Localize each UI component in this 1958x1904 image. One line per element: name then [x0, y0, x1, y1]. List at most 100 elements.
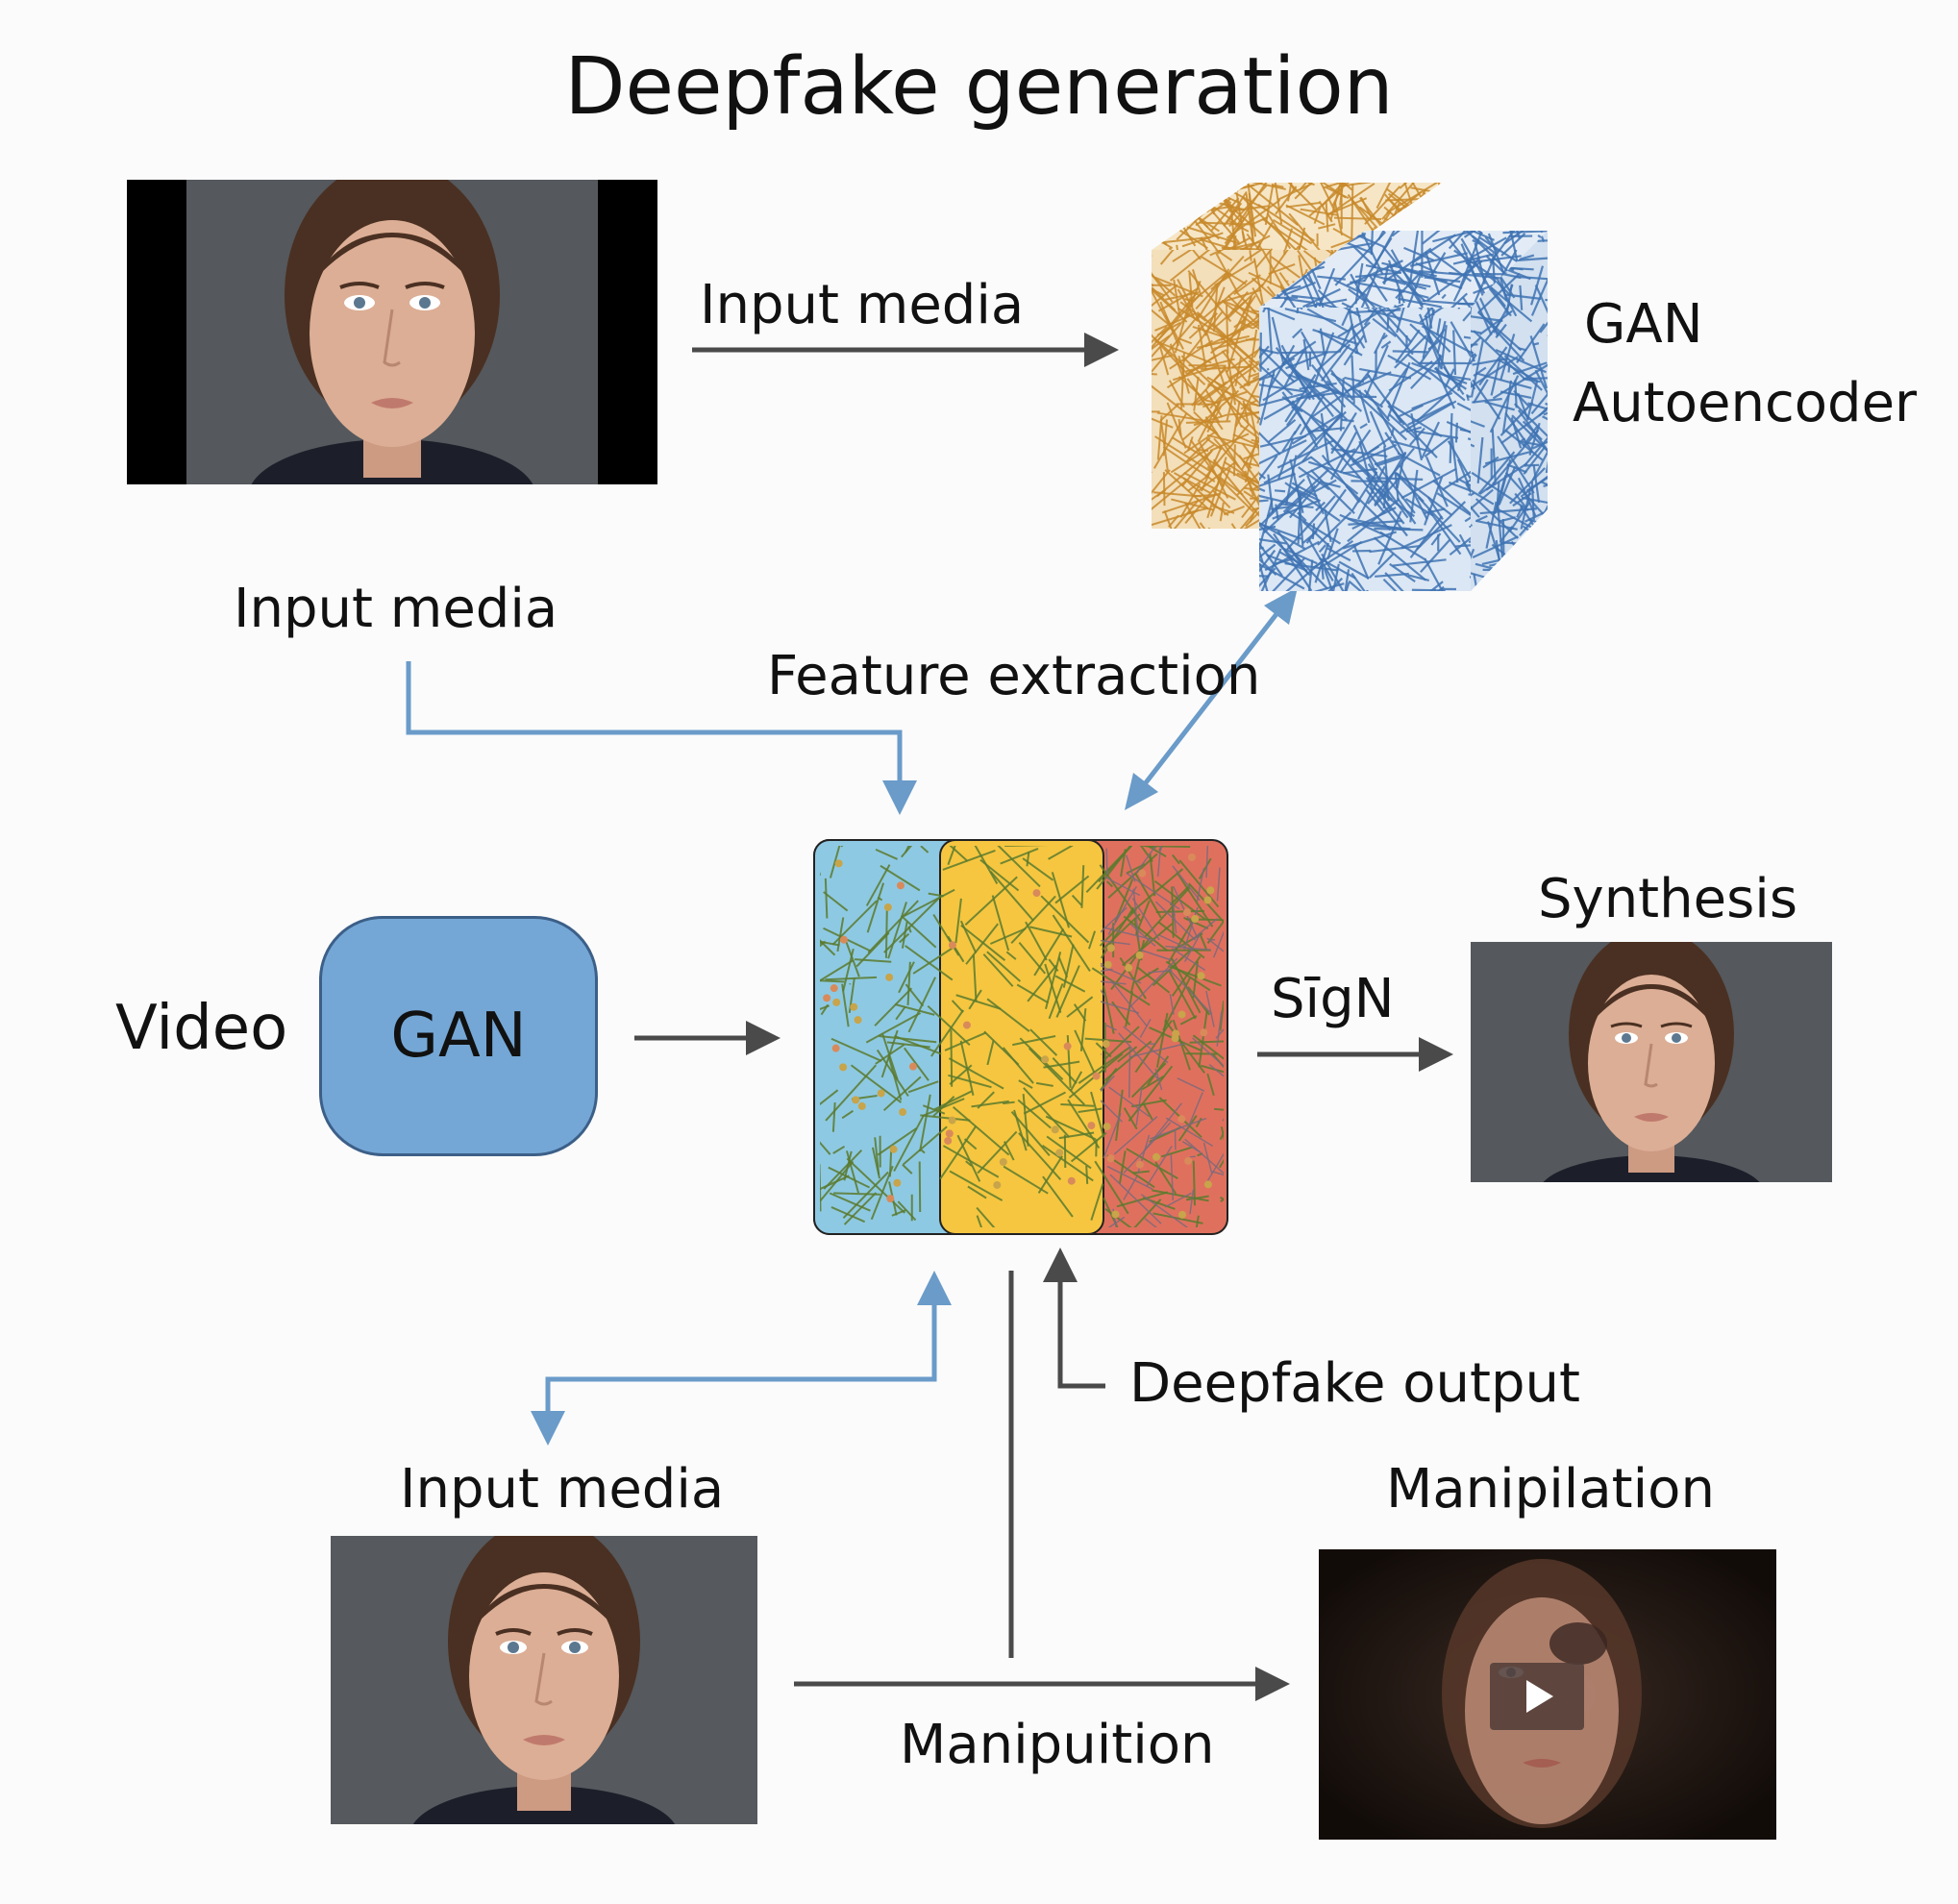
mesh-strand — [1118, 1150, 1127, 1184]
mesh-strand — [1318, 183, 1347, 199]
mesh-strand — [1029, 926, 1073, 938]
mesh-strand — [1295, 374, 1343, 396]
mesh-strand — [1172, 436, 1225, 471]
play-icon[interactable] — [1490, 1663, 1584, 1730]
mesh-strand — [1241, 295, 1252, 332]
network-node — [1178, 1210, 1187, 1219]
mesh-strand — [1169, 994, 1175, 1015]
network-node — [1041, 1055, 1050, 1064]
mesh-strand — [1471, 353, 1476, 369]
mesh-strand — [884, 907, 888, 958]
mesh-strand — [1318, 267, 1336, 308]
mesh-strand — [1301, 273, 1324, 308]
mesh-strand — [1037, 1155, 1063, 1194]
mesh-strand — [1381, 183, 1429, 220]
mesh-strand — [912, 946, 954, 975]
mesh-strand — [1052, 914, 1091, 973]
mesh-strand — [1462, 308, 1471, 322]
mesh-strand — [1023, 1087, 1071, 1138]
network-node — [1177, 1115, 1186, 1124]
mesh-strand — [1140, 949, 1173, 961]
mesh-strand — [1440, 183, 1442, 188]
mesh-strand — [1257, 183, 1315, 186]
mesh-strand — [1054, 875, 1090, 904]
network-node — [1111, 1210, 1120, 1219]
mesh-strand — [977, 1130, 1018, 1175]
mesh-strand — [1087, 930, 1097, 950]
mesh-strand — [1519, 284, 1524, 310]
mesh-strand — [1463, 335, 1471, 342]
mesh-strand — [1013, 1109, 1028, 1151]
mesh-strand — [989, 927, 1027, 945]
mesh-strand — [1338, 560, 1370, 580]
mesh-strand — [1043, 1060, 1080, 1069]
mesh-strand — [1506, 463, 1527, 474]
mesh-strand — [1292, 328, 1303, 339]
mesh-strand — [1259, 549, 1276, 591]
mesh-strand — [933, 1090, 973, 1111]
mesh-strand — [1258, 183, 1317, 210]
mesh-strand — [1416, 284, 1427, 290]
mesh-strand — [1389, 562, 1416, 583]
mesh-strand — [1156, 450, 1212, 497]
mesh-strand — [968, 989, 982, 1010]
mesh-strand — [1394, 183, 1414, 207]
mesh-strand — [1152, 334, 1171, 360]
mesh-strand — [903, 888, 955, 918]
network-node — [1032, 889, 1041, 898]
mesh-strand — [1517, 477, 1537, 517]
network-node — [1135, 1160, 1144, 1169]
mesh-strand — [1547, 334, 1548, 350]
mesh-strand — [1200, 238, 1241, 250]
mesh-strand — [820, 1004, 830, 1025]
mesh-strand — [1010, 1111, 1051, 1156]
network-node — [1063, 1042, 1072, 1051]
mesh-strand — [1374, 477, 1400, 507]
mesh-strand — [1244, 470, 1254, 497]
arrow-feature-extraction-head-down — [1125, 773, 1158, 810]
mesh-strand — [1420, 538, 1451, 574]
mesh-strand — [1490, 358, 1501, 396]
mesh-strand — [1206, 1073, 1215, 1097]
mesh-strand — [1427, 339, 1441, 351]
mesh-strand — [850, 1064, 903, 1103]
mesh-strand — [1259, 521, 1283, 577]
mesh-strand — [1369, 553, 1395, 579]
mesh-strand — [1198, 448, 1209, 452]
mesh-strand — [1517, 392, 1529, 421]
mesh-strand — [1123, 1199, 1162, 1227]
mesh-strand — [1142, 1102, 1153, 1121]
mesh-strand — [1152, 294, 1201, 350]
mesh-strand — [1390, 249, 1425, 307]
mesh-strand — [930, 1009, 964, 1057]
mesh-strand — [1152, 183, 1155, 200]
manipulation-video — [1319, 1549, 1776, 1840]
mesh-strand — [1259, 439, 1307, 466]
mesh-strand — [1129, 868, 1184, 914]
mesh-strand — [1474, 242, 1486, 284]
mesh-strand — [1183, 431, 1217, 455]
label-input-media-top: Input media — [700, 274, 1025, 336]
mesh-strand — [1247, 313, 1261, 326]
mesh-strand — [1532, 429, 1548, 450]
mesh-strand — [1477, 451, 1516, 495]
gan-box: GAN — [319, 916, 598, 1156]
mesh-strand — [1458, 479, 1471, 498]
mesh-strand — [846, 1157, 905, 1214]
mesh-strand — [1152, 219, 1163, 226]
mesh-strand — [1444, 368, 1455, 388]
mesh-strand — [1530, 384, 1548, 415]
arrow-panel-bottom-input-head-up — [917, 1271, 952, 1305]
mesh-strand — [1320, 412, 1330, 466]
mesh-strand — [1085, 1165, 1089, 1184]
mesh-strand — [1528, 422, 1541, 456]
mesh-strand — [820, 941, 825, 950]
mesh-strand — [1171, 955, 1202, 997]
network-node — [1067, 1176, 1076, 1185]
mesh-strand — [1152, 1189, 1209, 1202]
mesh-strand — [1170, 444, 1215, 474]
mesh-strand — [919, 1094, 931, 1152]
mesh-strand — [1259, 548, 1282, 591]
mesh-strand — [963, 846, 999, 884]
mesh-strand — [1101, 978, 1127, 985]
